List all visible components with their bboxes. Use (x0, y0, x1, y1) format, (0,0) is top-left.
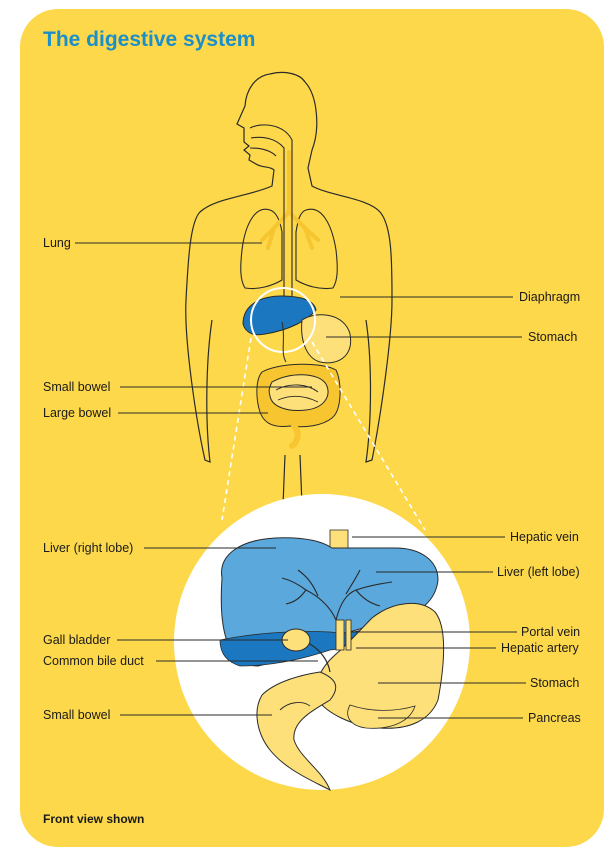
bowels (256, 363, 341, 449)
airway (260, 150, 320, 250)
label-diaphragm: Diaphragm (519, 290, 581, 304)
lungs (240, 208, 338, 290)
mouth-and-pharynx (249, 124, 293, 296)
label-small-bowel-top: Small bowel (43, 380, 111, 394)
label-lung: Lung (43, 236, 71, 250)
label-liver-right-lobe: Liver (right lobe) (43, 541, 134, 555)
label-stomach-top: Stomach (528, 330, 578, 344)
small-bowel-detail (256, 671, 337, 792)
label-stomach-detail: Stomach (530, 676, 580, 690)
detail-organs (219, 529, 445, 792)
label-liver-left-lobe: Liver (left lobe) (497, 565, 580, 579)
common-bile-duct-detail (309, 643, 331, 673)
label-common-bile-duct: Common bile duct (43, 654, 144, 668)
label-pancreas: Pancreas (528, 711, 581, 725)
label-large-bowel: Large bowel (43, 406, 112, 420)
label-gall-bladder: Gall bladder (43, 633, 111, 647)
footnote: Front view shown (43, 812, 145, 826)
label-hepatic-vein: Hepatic vein (510, 530, 579, 544)
body-outline (185, 71, 393, 506)
label-hepatic-artery: Hepatic artery (501, 641, 579, 655)
leader-lines (75, 242, 526, 719)
rectum-small (289, 423, 301, 449)
stomach-detail (314, 602, 445, 729)
liver-vessels (281, 569, 393, 621)
liver-small (242, 295, 317, 336)
pancreas-detail (347, 704, 416, 729)
right-lung (240, 208, 283, 290)
left-lung (295, 208, 338, 290)
small-bowel-small (268, 374, 329, 411)
portal-vein-detail (335, 619, 345, 651)
hepatic-artery-detail (345, 619, 352, 651)
label-portal-vein: Portal vein (521, 625, 581, 639)
duodenum-curl (279, 702, 311, 711)
page-title: The digestive system (43, 28, 256, 51)
bile-duct-small (281, 321, 287, 363)
label-small-bowel-detail: Small bowel (43, 708, 111, 722)
zoom-lines (221, 337, 426, 531)
